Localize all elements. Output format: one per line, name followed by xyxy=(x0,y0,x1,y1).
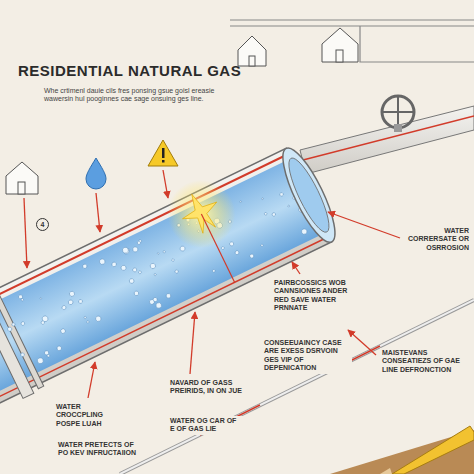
water-bubble xyxy=(264,212,268,216)
water-bubble xyxy=(122,247,130,255)
water-bubble xyxy=(78,299,83,304)
water-bubble xyxy=(84,316,87,319)
water-bubble xyxy=(40,320,45,325)
water-bubble xyxy=(36,357,44,365)
water-bubble xyxy=(137,241,141,245)
water-bubble xyxy=(20,321,25,326)
water-bubble xyxy=(149,262,156,269)
water-bubble xyxy=(21,298,24,301)
water-bubble xyxy=(47,354,51,358)
water-bubble xyxy=(149,299,155,305)
water-bubble xyxy=(179,245,186,252)
water-bubble xyxy=(171,259,174,262)
water-bubble xyxy=(99,258,106,265)
water-bubble xyxy=(234,250,239,255)
callout-text: WATER CROCCPLING POSPE LUAH xyxy=(54,402,130,429)
main-pipe xyxy=(0,131,347,417)
water-bubble xyxy=(155,302,162,309)
water-bubble xyxy=(11,322,15,326)
water-bubble xyxy=(174,269,178,273)
callout-number: 4 xyxy=(36,218,49,231)
water-bubble xyxy=(120,265,127,272)
warning-sign xyxy=(148,140,178,166)
water-bubble xyxy=(7,326,13,332)
water-bubble xyxy=(279,192,284,197)
water-bubble xyxy=(40,297,42,299)
callout-text: WATER PRETECTS OF PO KEV INFRUCTAIION xyxy=(56,440,142,459)
water-bubble xyxy=(132,246,139,253)
water-bubble xyxy=(221,246,225,250)
gas-line xyxy=(230,20,474,62)
water-bubble xyxy=(301,228,308,235)
water-bubble xyxy=(122,246,130,254)
lower-pipe xyxy=(120,300,474,474)
water-bubble xyxy=(157,252,159,254)
leader-line xyxy=(24,170,400,398)
water-drop xyxy=(86,158,106,189)
water-bubble xyxy=(61,305,66,310)
water-bubble xyxy=(111,261,117,267)
water-bubble xyxy=(60,328,66,334)
water-bubble xyxy=(86,320,89,323)
water-bubble xyxy=(56,345,62,351)
water-bubble xyxy=(68,299,74,305)
callout-text: PAIRBCOSSICS WOB CANNSIONES ANDER RED SA… xyxy=(272,278,356,314)
water-bubble xyxy=(138,270,142,274)
water-bubble xyxy=(249,253,254,258)
water-bubble xyxy=(132,267,137,272)
callout-text: WATER OG CAR OF E OF GAS LIE xyxy=(168,416,244,435)
water-bubble xyxy=(240,201,242,203)
water-bubble xyxy=(288,205,290,207)
water-bubble xyxy=(212,269,215,272)
water-bubble xyxy=(262,198,264,200)
service-pipe xyxy=(300,96,474,174)
callout-text: NAVARD OF GASS PREIRIDS, IN ON JUE xyxy=(168,378,244,397)
callout-text: CONSEEUAINCY CASE ARE EXESS DSRVOIN GES … xyxy=(262,338,352,374)
water-bubble xyxy=(271,212,276,217)
pencil xyxy=(380,426,474,474)
water-bubble xyxy=(20,352,25,357)
subtitle-note: Whe crtimenl dauie cils fres ponsing gsu… xyxy=(42,86,242,105)
water-bubble xyxy=(163,250,166,253)
water-bubble xyxy=(82,263,88,269)
diagram-title: RESIDENTIAL NATURAL GAS xyxy=(18,62,241,79)
water-bubble xyxy=(69,290,76,297)
water-bubble xyxy=(95,315,102,322)
callout-text: MAISTEVANS CONSEATIEZS OF GAE LINE DEFRO… xyxy=(380,348,466,375)
water-bubble xyxy=(154,273,157,276)
water-bubble xyxy=(229,241,234,246)
water-bubble xyxy=(261,244,264,247)
water-bubble xyxy=(133,290,139,296)
callout-text: WATER CORRERSATE OR OSRROSION xyxy=(405,226,471,253)
water-bubble xyxy=(165,293,171,299)
water-bubble xyxy=(129,278,135,284)
